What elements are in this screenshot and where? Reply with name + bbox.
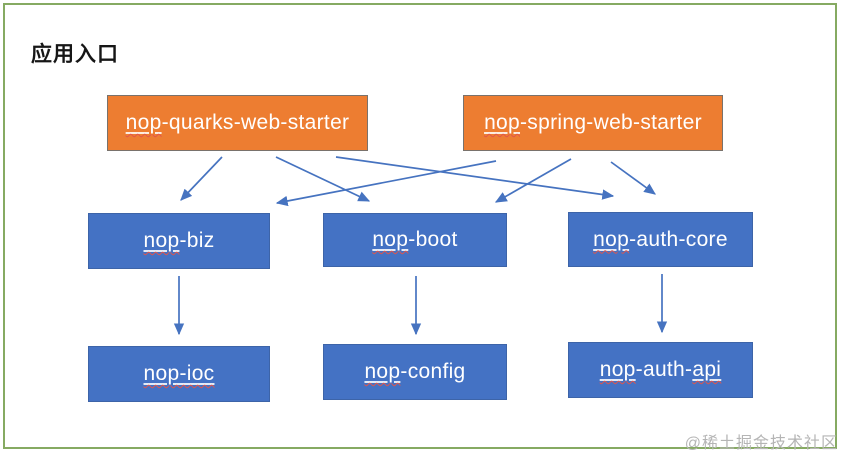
node-label: nop-config: [364, 360, 466, 383]
node-nop-ioc: nop-ioc: [88, 346, 270, 402]
page-title: 应用入口: [31, 43, 119, 66]
node-label: nop-ioc: [143, 362, 215, 385]
node-label: nop-quarks-web-starter: [125, 111, 350, 134]
watermark: @稀土掘金技术社区: [684, 435, 838, 452]
node-nop-biz: nop-biz: [88, 213, 270, 269]
node-label: nop-auth-api: [599, 358, 722, 381]
node-nop-auth-core: nop-auth-core: [568, 212, 753, 267]
node-nop-config: nop-config: [323, 344, 507, 400]
node-nop-quarks-web-starter: nop-quarks-web-starter: [107, 95, 368, 151]
node-nop-spring-web-starter: nop-spring-web-starter: [463, 95, 723, 151]
node-label: nop-spring-web-starter: [484, 111, 702, 134]
node-label: nop-auth-core: [593, 227, 728, 251]
node-label: nop-biz: [143, 229, 215, 252]
node-nop-boot: nop-boot: [323, 213, 507, 267]
node-nop-auth-api: nop-auth-api: [568, 342, 753, 398]
node-label: nop-boot: [372, 228, 458, 251]
